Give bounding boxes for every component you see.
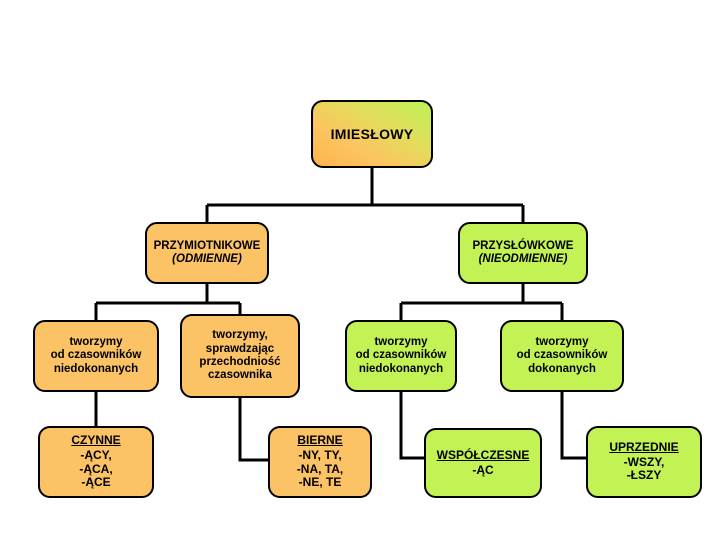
node-line: -ĄCY, — [80, 447, 112, 462]
node-przechodniosc[interactable]: tworzymy, sprawdzając przechodniość czas… — [180, 314, 300, 398]
node-przyslowkowe[interactable]: PRZYSŁÓWKOWE (NIEODMIENNE) — [458, 222, 588, 284]
node-przyslowkowe-sublabel: (NIEODMIENNE) — [478, 253, 568, 265]
node-line: czasownika — [208, 369, 272, 382]
node-line: od czasowników — [355, 349, 447, 362]
node-line: sprawdzając — [205, 342, 275, 355]
node-line: tworzymy — [69, 336, 123, 348]
node-imieslowy-label: IMIESŁOWY — [330, 125, 414, 142]
node-niedokonanych-left[interactable]: tworzymy od czasowników niedokonanych — [33, 320, 159, 392]
connector-to-wspolczesne — [399, 392, 424, 460]
node-wspolczesne[interactable]: WSPÓŁCZESNE -ĄC — [424, 428, 542, 498]
node-czynne-heading: CZYNNE — [71, 432, 121, 447]
node-dokonanych[interactable]: tworzymy od czasowników dokonanych — [500, 320, 624, 392]
node-line: -NA, TA, — [296, 461, 344, 476]
node-line: -NE, TE — [298, 475, 342, 490]
node-line: -NY, TY, — [298, 447, 342, 462]
node-line: tworzymy — [535, 336, 589, 348]
node-line: -ĄCA, — [79, 461, 113, 476]
node-wspolczesne-heading: WSPÓŁCZESNE — [436, 447, 530, 462]
connector-to-bierne — [238, 398, 268, 462]
node-line: dokonanych — [528, 362, 596, 375]
node-line: tworzymy, — [212, 329, 268, 342]
node-uprzednie[interactable]: UPRZEDNIE -WSZY, -ŁSZY — [586, 426, 702, 498]
node-line: -ŁSZY — [626, 468, 662, 483]
node-uprzednie-heading: UPRZEDNIE — [609, 439, 679, 454]
connector-to-uprzednie — [560, 392, 586, 460]
node-line: niedokonanych — [358, 362, 444, 375]
node-przyslowkowe-label: PRZYSŁÓWKOWE — [472, 239, 574, 252]
node-czynne[interactable]: CZYNNE -ĄCY, -ĄCA, -ĄCE — [38, 426, 154, 498]
node-imieslowy[interactable]: IMIESŁOWY — [311, 100, 433, 168]
node-przymiotnikowe-sublabel: (ODMIENNE) — [172, 253, 242, 265]
node-line: przechodniość — [199, 356, 281, 368]
node-line: -ĄC — [472, 462, 494, 477]
node-line: od czasowników — [50, 349, 142, 362]
node-przymiotnikowe-label: PRZYMIOTNIKOWE — [153, 239, 261, 252]
node-line: tworzymy — [374, 336, 428, 348]
node-line: niedokonanych — [53, 362, 139, 375]
node-line: -ĄCE — [81, 475, 111, 490]
node-bierne-heading: BIERNE — [297, 432, 343, 447]
node-niedokonanych-right[interactable]: tworzymy od czasowników niedokonanych — [345, 320, 457, 392]
node-line: od czasowników — [516, 349, 608, 362]
node-line: -WSZY, — [623, 454, 665, 469]
node-przymiotnikowe[interactable]: PRZYMIOTNIKOWE (ODMIENNE) — [145, 222, 269, 284]
node-bierne[interactable]: BIERNE -NY, TY, -NA, TA, -NE, TE — [268, 426, 372, 498]
